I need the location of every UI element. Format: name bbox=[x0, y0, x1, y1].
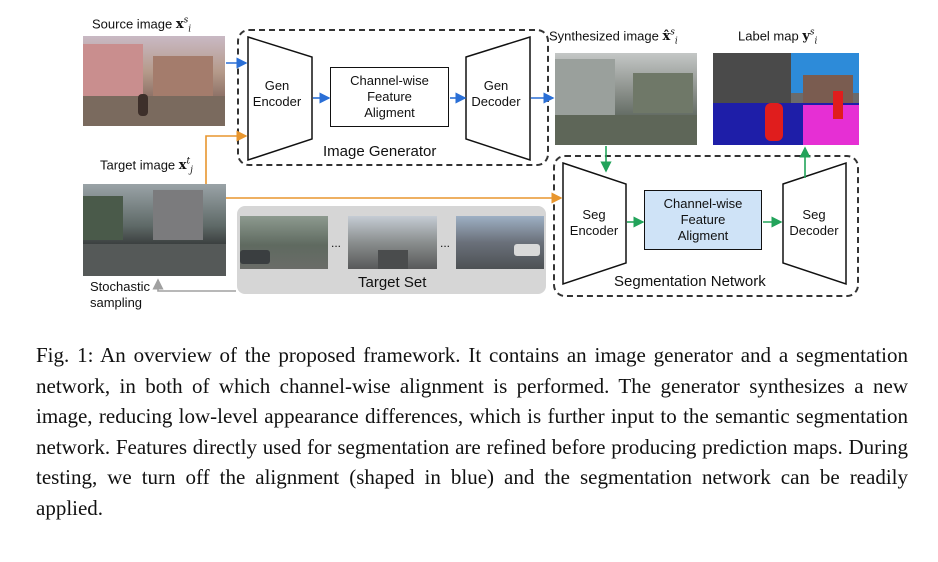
target-set-label: Target Set bbox=[358, 274, 427, 291]
synthesized-image bbox=[555, 53, 697, 145]
figure-number: Fig. 1: bbox=[36, 343, 94, 367]
target-set-image-2 bbox=[348, 216, 437, 269]
sampling-word: sampling bbox=[90, 295, 143, 310]
seg-encoder-shape bbox=[562, 161, 627, 286]
synthesized-image-label: Synthesized image x̂si bbox=[549, 28, 678, 47]
gen-decoder-shape bbox=[465, 35, 531, 162]
segmentation-network-label: Segmentation Network bbox=[614, 273, 766, 290]
labelmap-symbol: ysi bbox=[802, 28, 818, 47]
caption-text: An overview of the proposed framework. I… bbox=[36, 343, 908, 520]
gen-encoder-shape bbox=[247, 35, 313, 162]
target-set-ellipsis-1: ... bbox=[331, 236, 342, 250]
arrow-sampling bbox=[152, 278, 236, 292]
target-set-image-3 bbox=[456, 216, 544, 269]
source-image-label: Source image xsi bbox=[92, 16, 192, 35]
target-set-ellipsis-2: ... bbox=[440, 236, 451, 250]
stochastic-word: Stochastic bbox=[90, 279, 150, 294]
stochastic-sampling-label: Stochastic sampling bbox=[90, 279, 150, 311]
target-symbol: xtj bbox=[178, 157, 193, 176]
target-set-image-1 bbox=[240, 216, 328, 269]
figure-caption: Fig. 1: An overview of the proposed fram… bbox=[36, 340, 908, 523]
segmentation-network-box bbox=[553, 155, 859, 297]
target-image bbox=[83, 184, 226, 276]
image-generator-label: Image Generator bbox=[323, 143, 437, 160]
seg-decoder-shape bbox=[782, 161, 847, 286]
synth-symbol: x̂si bbox=[662, 28, 678, 47]
source-symbol: xsi bbox=[175, 16, 192, 35]
label-map-label: Label map ysi bbox=[738, 28, 818, 47]
target-image-label: Target image xtj bbox=[100, 157, 193, 176]
source-image bbox=[83, 36, 225, 126]
arrow-target-to-gen bbox=[205, 130, 248, 184]
label-map-image bbox=[713, 53, 859, 145]
